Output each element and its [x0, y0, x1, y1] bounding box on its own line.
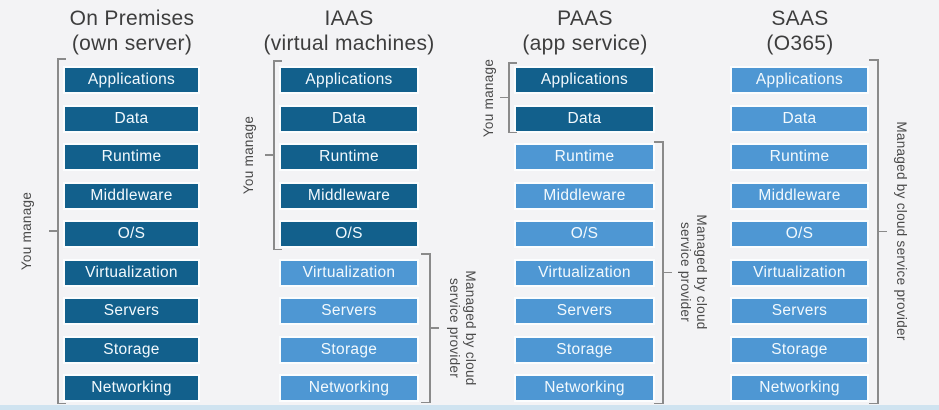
layer-box-on-premises-runtime: Runtime: [63, 143, 200, 171]
bracket-provider-saas: [869, 59, 887, 404]
bracket-tick: [430, 327, 439, 329]
bracket-tick: [49, 230, 57, 232]
bracket-tick: [869, 59, 879, 61]
bracket-tick: [265, 154, 273, 156]
bracket-tick: [273, 248, 282, 250]
bracket-line: [877, 59, 879, 404]
bracket-tick: [878, 230, 887, 232]
layer-box-paas-applications: Applications: [514, 66, 655, 94]
layer-box-saas-applications: Applications: [730, 66, 869, 94]
layer-box-saas-networking: Networking: [730, 374, 869, 402]
bracket-line: [508, 62, 510, 133]
layer-box-paas-networking: Networking: [514, 374, 655, 402]
title-saas-line2: (O365): [766, 32, 834, 55]
bracket-tick: [663, 271, 672, 273]
layer-box-on-premises-middleware: Middleware: [63, 181, 200, 210]
layer-box-iaas-virtualization: Virtualization: [279, 258, 419, 287]
bottom-accent-strip: [0, 405, 939, 410]
title-iaas-line1: IAAS: [324, 7, 374, 30]
layer-box-saas-os: O/S: [730, 220, 869, 248]
layer-box-saas-storage: Storage: [730, 335, 869, 364]
layer-box-iaas-runtime: Runtime: [279, 143, 419, 171]
title-iaas-line2: (virtual machines): [263, 32, 435, 55]
bracket-line: [57, 58, 59, 404]
label-managed-by-provider-paas: Managed by cloud service provider: [677, 214, 709, 329]
bracket-line: [273, 60, 275, 250]
bracket-tick: [508, 62, 517, 64]
layer-box-paas-virtualization: Virtualization: [514, 258, 655, 287]
label-managed-line2: service provider: [447, 277, 462, 379]
bracket-tick: [57, 402, 66, 404]
layer-box-paas-data: Data: [514, 104, 655, 133]
title-saas-line1: SAAS: [771, 7, 829, 30]
title-paas-line1: PAAS: [557, 7, 613, 30]
bracket-provider-iaas: [421, 253, 439, 403]
bracket-tick: [500, 96, 508, 98]
bracket-tick: [654, 141, 664, 143]
title-on-premises: On Premises (own server): [2, 6, 262, 56]
label-you-manage-paas: You manage: [481, 58, 496, 138]
bracket-provider-paas: [654, 141, 672, 404]
title-paas-line2: (app service): [522, 32, 648, 55]
title-on-premises-line2: (own server): [71, 32, 193, 55]
bracket-tick: [57, 58, 66, 60]
bracket-you-manage-paas: [500, 62, 517, 133]
layer-box-on-premises-servers: Servers: [63, 297, 200, 325]
bracket-you-manage-on-premises: [49, 58, 66, 404]
bracket-tick: [421, 253, 431, 255]
label-managed-line2: service provider: [678, 221, 693, 323]
layer-box-iaas-middleware: Middleware: [279, 181, 419, 210]
label-managed-by-provider-iaas: Managed by cloud service provider: [446, 270, 478, 385]
layer-box-paas-runtime: Runtime: [514, 143, 655, 171]
layer-box-paas-servers: Servers: [514, 297, 655, 325]
layer-box-on-premises-networking: Networking: [63, 374, 200, 402]
label-managed-by-provider-saas: Managed by cloud service provider: [894, 121, 909, 341]
layer-box-on-premises-storage: Storage: [63, 335, 200, 364]
bracket-line: [429, 253, 431, 403]
layer-box-iaas-applications: Applications: [279, 66, 419, 94]
layer-box-saas-middleware: Middleware: [730, 181, 869, 210]
label-managed-line1: Managed by cloud: [694, 214, 709, 330]
layer-box-on-premises-applications: Applications: [63, 66, 200, 94]
layer-box-iaas-storage: Storage: [279, 335, 419, 364]
title-on-premises-line1: On Premises: [69, 7, 195, 30]
layer-box-on-premises-virtualization: Virtualization: [63, 258, 200, 287]
bracket-tick: [508, 131, 517, 133]
layer-box-iaas-networking: Networking: [279, 374, 419, 402]
layer-box-saas-servers: Servers: [730, 297, 869, 325]
layer-box-iaas-os: O/S: [279, 220, 419, 248]
layer-box-saas-virtualization: Virtualization: [730, 258, 869, 287]
label-you-manage-iaas: You manage: [241, 115, 256, 195]
layer-box-iaas-servers: Servers: [279, 297, 419, 325]
bracket-tick: [273, 60, 282, 62]
layer-box-paas-os: O/S: [514, 220, 655, 248]
bracket-tick: [421, 401, 431, 403]
layer-box-saas-data: Data: [730, 104, 869, 133]
label-managed-line1: Managed by cloud: [463, 270, 478, 386]
title-paas: PAAS (app service): [455, 6, 715, 56]
bracket-line: [662, 141, 664, 404]
layer-box-paas-storage: Storage: [514, 335, 655, 364]
layer-box-on-premises-data: Data: [63, 104, 200, 133]
title-saas: SAAS (O365): [670, 6, 930, 56]
layer-box-iaas-data: Data: [279, 104, 419, 133]
layer-box-paas-middleware: Middleware: [514, 181, 655, 210]
bracket-you-manage-iaas: [265, 60, 282, 250]
bracket-tick: [654, 402, 664, 404]
layer-box-saas-runtime: Runtime: [730, 143, 869, 171]
bracket-tick: [869, 402, 879, 404]
title-iaas: IAAS (virtual machines): [219, 6, 479, 56]
label-you-manage-on-premises: You manage: [19, 191, 34, 271]
layer-box-on-premises-os: O/S: [63, 220, 200, 248]
